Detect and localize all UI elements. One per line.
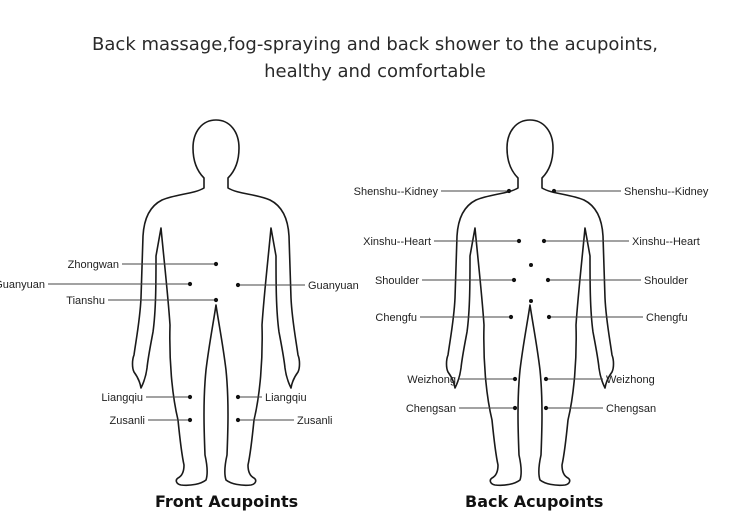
front-guanyuan-left-point — [187, 281, 193, 287]
front-tianshu-left-label: Tianshu — [66, 295, 105, 307]
back-acupoints-caption: Back Acupoints — [465, 492, 604, 511]
front-zusanli-right-label: Zusanli — [297, 415, 332, 427]
front-zusanli-left-point — [187, 417, 193, 423]
back-xinshu-heart-right-label: Xinshu--Heart — [632, 236, 700, 248]
back-chengfu-left-point — [508, 314, 514, 320]
back-shenshu-kidney-right-label: Shenshu--Kidney — [624, 186, 709, 198]
front-zhongwan-left-label: Zhongwan — [68, 259, 119, 271]
back-shenshu-kidney-right-point — [551, 188, 557, 194]
front-zusanli-right-point — [235, 417, 241, 423]
back-weizhong-right-label: Weizhong — [606, 374, 655, 386]
back-chengfu-right-point — [546, 314, 552, 320]
front-guanyuan-right-point — [235, 282, 241, 288]
back-chengsan-left-label: Chengsan — [406, 403, 456, 415]
back-weizhong-left-label: Weizhong — [407, 374, 456, 386]
back-shoulder-right-label: Shoulder — [644, 275, 688, 287]
back-shenshu-kidney-left-label: Shenshu--Kidney — [354, 186, 439, 198]
front-liangqiu-right-label: Liangqiu — [265, 392, 307, 404]
back-spine-marks — [529, 263, 533, 303]
back-weizhong-right-point — [543, 376, 549, 382]
back-shenshu-kidney-left-point — [506, 188, 512, 194]
front-acupoints-caption: Front Acupoints — [155, 492, 299, 511]
back-shoulder-left-point — [511, 277, 517, 283]
front-tianshu-left-point — [213, 297, 219, 303]
front-liangqiu-left-point — [187, 394, 193, 400]
back-shoulder-left-label: Shoulder — [375, 275, 419, 287]
front-liangqiu-right-point — [235, 394, 241, 400]
front-body-figure — [131, 119, 301, 487]
back-xinshu-heart-left-point — [516, 238, 522, 244]
back-chengsan-right-point — [543, 405, 549, 411]
back-shoulder-right-point — [545, 277, 551, 283]
back-chengfu-left-label: Chengfu — [375, 312, 417, 324]
back-chengsan-right-label: Chengsan — [606, 403, 656, 415]
back-chengfu-right-label: Chengfu — [646, 312, 688, 324]
back-xinshu-heart-right-point — [541, 238, 547, 244]
back-chengsan-left-point — [512, 405, 518, 411]
back-weizhong-left-point — [512, 376, 518, 382]
front-zusanli-left-label: Zusanli — [110, 415, 145, 427]
headline-line-2: healthy and comfortable — [264, 61, 486, 82]
headline-line-1: Back massage,fog-spraying and back showe… — [92, 34, 658, 55]
front-guanyuan-left-label: Guanyuan — [0, 279, 45, 291]
front-liangqiu-left-label: Liangqiu — [101, 392, 143, 404]
front-zhongwan-left-point — [213, 261, 219, 267]
front-guanyuan-right-label: Guanyuan — [308, 280, 359, 292]
back-xinshu-heart-left-label: Xinshu--Heart — [363, 236, 431, 248]
